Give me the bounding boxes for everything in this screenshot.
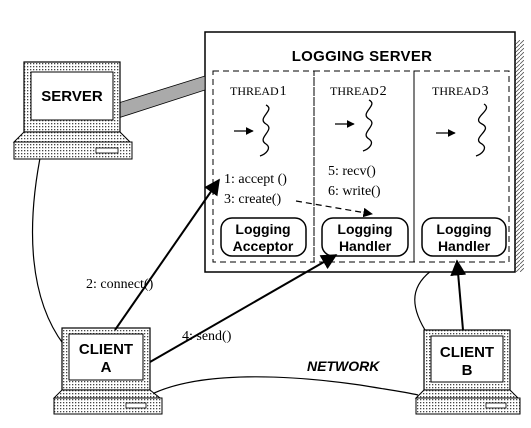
- logging-server-title: LOGGING SERVER: [292, 48, 433, 65]
- client-b-cpu: [415, 397, 521, 415]
- logging-server: LOGGING SERVER THREAD1 THREAD2 THREAD3 1…: [204, 31, 524, 273]
- server-base: [12, 131, 132, 143]
- thread-2-label: THREAD2: [330, 84, 387, 99]
- thread-1-label: THREAD1: [230, 84, 287, 99]
- client-a-label-2: A: [101, 359, 112, 376]
- logging-handler-2-label-2: Handler: [339, 238, 392, 254]
- thread-2-icon: [335, 99, 373, 152]
- client-b-base: [414, 389, 520, 399]
- server-machine: SERVER: [12, 61, 133, 160]
- send-label: 4: send(): [182, 329, 232, 344]
- client-b-label-2: B: [462, 362, 473, 379]
- connect-arrow: [114, 178, 220, 331]
- thread-1-icon: [234, 104, 270, 157]
- write-step: 6: write(): [328, 184, 381, 199]
- client-a-screen: [68, 333, 144, 381]
- logging-acceptor-label-1: Logging: [235, 221, 290, 237]
- thread-2-column: [313, 70, 415, 263]
- logging-handler-3-label-1: Logging: [436, 221, 491, 237]
- logging-handler-3-label-2: Handler: [438, 238, 491, 254]
- thread-1-column: [212, 70, 315, 263]
- client-b-machine: CLIENT B: [414, 329, 521, 415]
- recv-step: 5: recv(): [328, 164, 376, 179]
- client-a-label-1: CLIENT: [79, 341, 133, 358]
- create-arrow: [295, 200, 373, 218]
- client-b-label-1: CLIENT: [440, 344, 494, 361]
- server-label: SERVER: [41, 88, 103, 105]
- server-screen: [30, 71, 114, 121]
- network-label: NETWORK: [307, 358, 380, 374]
- send-arrow: [149, 254, 338, 363]
- accept-step: 1: accept (): [224, 172, 287, 187]
- server-to-client-a-cable: [31, 147, 65, 346]
- client-a-to-client-b-cable: [149, 376, 419, 396]
- logging-acceptor-label-2: Acceptor: [233, 238, 294, 254]
- client-a-machine: CLIENT A: [52, 327, 163, 415]
- logging-handler-2-label-1: Logging: [337, 221, 392, 237]
- connect-label: 2: connect(): [86, 277, 154, 292]
- logging-handler-3-box: [421, 217, 507, 257]
- client-a-base: [52, 389, 162, 399]
- client-b-drive-slot: [485, 402, 507, 409]
- server-drive-slot: [95, 147, 119, 154]
- server-cpu: [13, 141, 133, 160]
- client-b-screen: [430, 335, 504, 383]
- client-b-to-server-cable: [414, 267, 436, 331]
- thread-3-label: THREAD3: [432, 84, 489, 99]
- client-a-drive-slot: [125, 402, 147, 409]
- client-a-cpu: [53, 397, 163, 415]
- server-projection-wedge: [111, 75, 206, 121]
- create-step: 3: create(): [224, 192, 281, 207]
- thread-3-icon: [436, 103, 487, 157]
- network-cables: [31, 147, 436, 396]
- logging-acceptor-box: [220, 217, 307, 257]
- client-b-to-handler-arrow: [450, 259, 467, 331]
- logging-handler-2-box: [321, 217, 409, 257]
